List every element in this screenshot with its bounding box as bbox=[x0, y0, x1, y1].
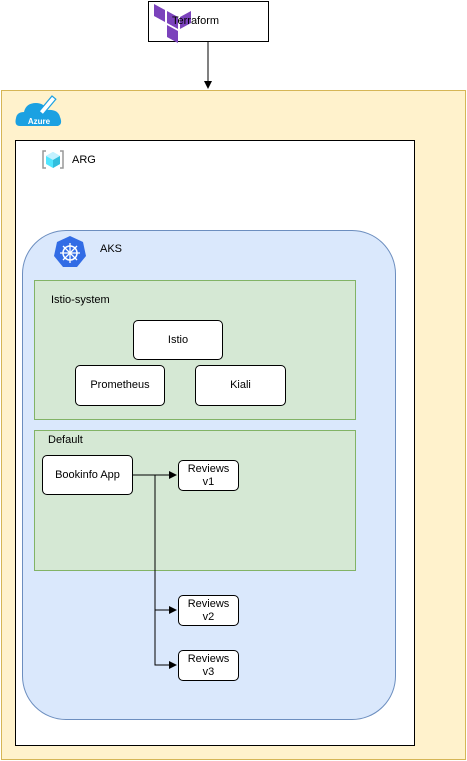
reviews-v3-name: Reviews bbox=[187, 652, 230, 665]
reviews-v3-version: v3 bbox=[202, 665, 215, 678]
namespace-default bbox=[34, 430, 356, 571]
reviews-v1-name: Reviews bbox=[187, 462, 230, 475]
bookinfo-app-service[interactable]: Bookinfo App bbox=[42, 455, 133, 495]
reviews-v3-service[interactable]: Reviews v3 bbox=[178, 650, 239, 681]
reviews-v1-service[interactable]: Reviews v1 bbox=[178, 460, 239, 491]
reviews-v2-version: v2 bbox=[202, 610, 215, 623]
istio-service-label: Istio bbox=[167, 333, 189, 346]
reviews-v2-service[interactable]: Reviews v2 bbox=[178, 595, 239, 626]
namespace-istio-system-label: Istio-system bbox=[51, 294, 110, 306]
aks-label: AKS bbox=[100, 243, 123, 255]
prometheus-service-label: Prometheus bbox=[90, 379, 150, 391]
prometheus-service[interactable]: Prometheus bbox=[75, 365, 165, 406]
reviews-v2-name: Reviews bbox=[187, 597, 230, 610]
istio-service[interactable]: Istio bbox=[133, 320, 223, 360]
reviews-v1-version: v1 bbox=[202, 475, 215, 488]
azure-logo-text: Azure bbox=[27, 117, 51, 126]
terraform-label: Terraform bbox=[172, 15, 220, 27]
namespace-default-label: Default bbox=[48, 434, 83, 446]
bookinfo-app-label: Bookinfo App bbox=[55, 468, 120, 481]
kiali-service[interactable]: Kiali bbox=[195, 365, 286, 406]
arg-label: ARG bbox=[72, 154, 96, 166]
kiali-service-label: Kiali bbox=[230, 379, 251, 391]
